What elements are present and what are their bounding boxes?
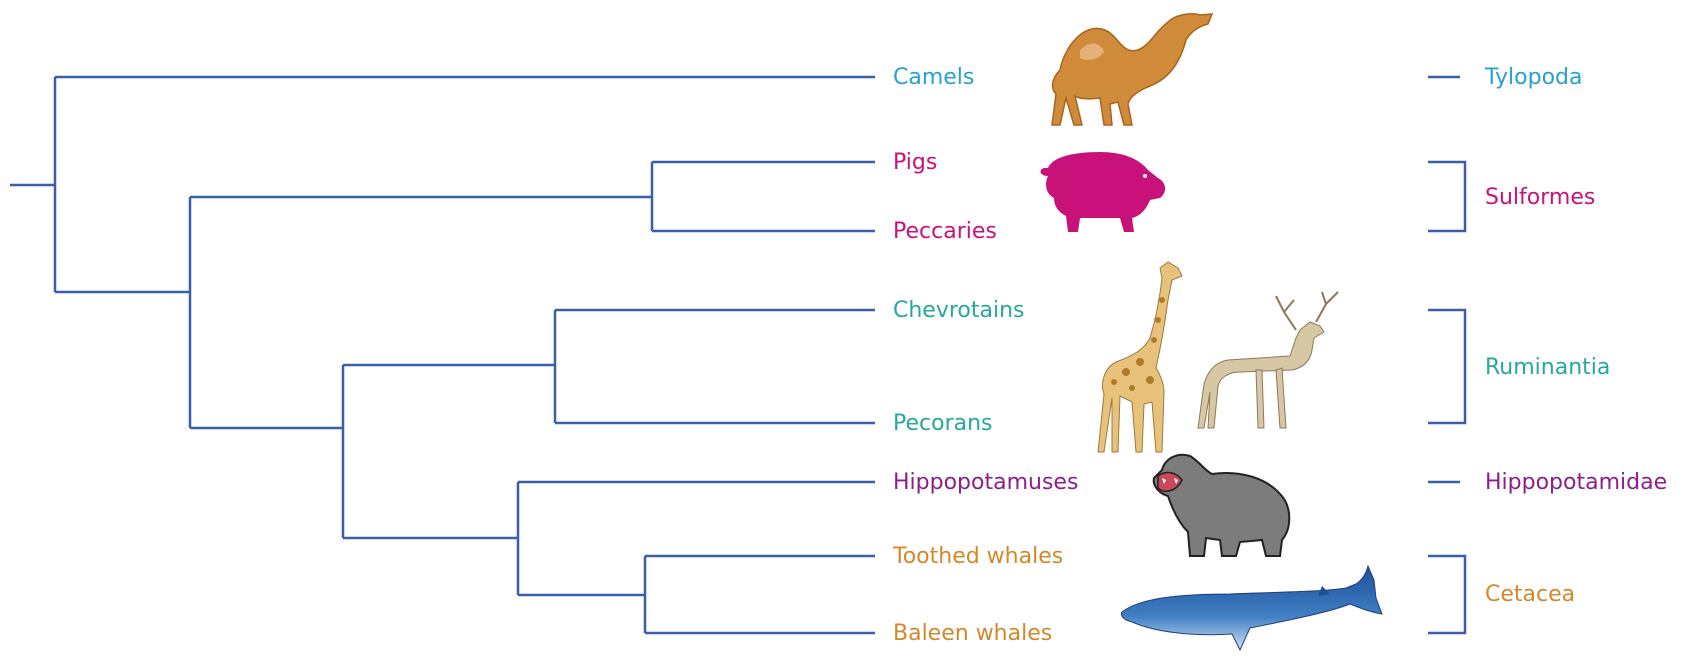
clade-all-but-camels xyxy=(190,197,652,428)
group-labels: Tylopoda Sulformes Ruminantia Hippopotam… xyxy=(1484,65,1667,607)
taxon-labels: Camels Pigs Peccaries Chevrotains Pecora… xyxy=(892,65,1078,646)
clade-whippomorpha xyxy=(518,482,875,595)
group-label-cetacea: Cetacea xyxy=(1485,582,1575,607)
bracket-cetacea xyxy=(1428,556,1465,633)
root-branch xyxy=(10,77,875,292)
clade-ruminants-cetancodonts xyxy=(343,365,555,538)
bracket-ruminantia xyxy=(1428,310,1465,423)
taxon-label-chevrotains: Chevrotains xyxy=(893,298,1025,323)
clade-suiformes-branch xyxy=(652,162,875,231)
group-label-tylopoda: Tylopoda xyxy=(1484,65,1582,90)
camel-icon xyxy=(1052,14,1212,125)
pig-icon xyxy=(1041,152,1166,232)
group-label-ruminantia: Ruminantia xyxy=(1485,355,1610,380)
taxon-label-peccaries: Peccaries xyxy=(893,219,997,244)
giraffe-icon xyxy=(1098,262,1182,452)
clade-ruminantia-branch xyxy=(555,310,875,423)
deer-icon xyxy=(1198,292,1338,428)
hippopotamus-icon xyxy=(1154,455,1290,556)
bracket-sulformes xyxy=(1428,162,1465,231)
whale-icon xyxy=(1121,566,1382,650)
group-brackets xyxy=(1428,77,1465,633)
group-label-sulformes: Sulformes xyxy=(1485,185,1595,210)
tree-branches xyxy=(10,77,875,633)
taxon-label-pecorans: Pecorans xyxy=(893,411,993,436)
taxon-label-toothed-whales: Toothed whales xyxy=(892,544,1063,569)
clade-cetacea-branch xyxy=(645,556,875,633)
taxon-label-baleen-whales: Baleen whales xyxy=(893,621,1052,646)
taxon-label-pigs: Pigs xyxy=(893,150,937,175)
taxon-label-camels: Camels xyxy=(893,65,974,90)
taxon-label-hippopotamuses: Hippopotamuses xyxy=(893,470,1078,495)
group-label-hippopotamidae: Hippopotamidae xyxy=(1485,470,1667,495)
